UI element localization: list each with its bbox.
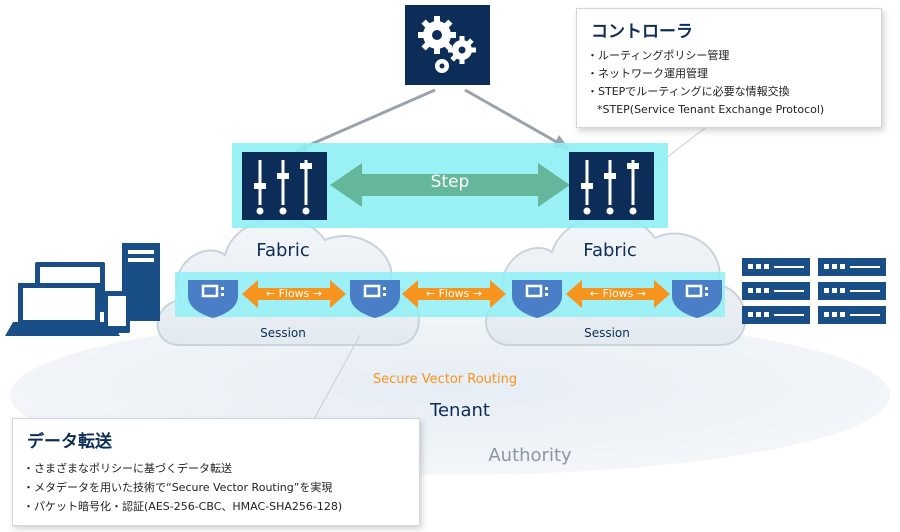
control-arrow-left <box>297 88 436 152</box>
flows-label-3: ← Flows → <box>589 287 647 300</box>
router-icon <box>188 280 238 318</box>
router-icon <box>672 280 722 318</box>
session-label-left: Session <box>260 326 306 340</box>
transfer-callout: データ転送 さまざまなポリシーに基づくデータ転送 メタデータを用いた技術で“Se… <box>12 418 420 526</box>
transfer-title: データ転送 <box>27 432 112 452</box>
sliders-icon <box>254 160 312 215</box>
controller-title: コントローラ <box>591 22 693 42</box>
list-item: パケット暗号化・認証(AES-256-CBC、HMAC-SHA256-128) <box>23 497 342 516</box>
flows-label-1: ← Flows → <box>265 287 323 300</box>
list-item: ルーティングポリシー管理 <box>587 47 790 65</box>
session-label-right: Session <box>584 326 630 340</box>
step-arrow <box>330 163 570 207</box>
fabric-label-right: Fabric <box>583 240 637 261</box>
list-item: メタデータを用いた技術で“Secure Vector Routing”を実現 <box>23 478 342 497</box>
controller-callout: コントローラ ルーティングポリシー管理 ネットワーク運用管理 STEPでルーティ… <box>576 8 882 128</box>
transfer-list: さまざまなポリシーに基づくデータ転送 メタデータを用いた技術で“Secure V… <box>23 459 342 516</box>
list-item: ネットワーク運用管理 <box>587 65 790 83</box>
router-icon <box>512 280 562 318</box>
devices-icon <box>5 243 160 336</box>
controller-list: ルーティングポリシー管理 ネットワーク運用管理 STEPでルーティングに必要な情… <box>587 47 790 101</box>
gears-icon <box>418 16 476 73</box>
secure-vector-routing-label: Secure Vector Routing <box>372 372 518 387</box>
list-item: さまざまなポリシーに基づくデータ転送 <box>23 459 342 478</box>
flows-label-2: ← Flows → <box>425 287 483 300</box>
authority-label: Authority <box>488 445 572 466</box>
control-arrow-right <box>464 88 563 147</box>
fabric-label-left: Fabric <box>256 240 310 261</box>
sliders-icon <box>581 160 639 215</box>
flow-arrows <box>242 280 670 308</box>
tenant-label: Tenant <box>430 400 490 421</box>
step-label: Step <box>430 172 470 192</box>
list-item: STEPでルーティングに必要な情報交換 <box>587 83 790 101</box>
router-icon <box>350 280 400 318</box>
controller-footnote: *STEP(Service Tenant Exchange Protocol) <box>597 103 825 116</box>
